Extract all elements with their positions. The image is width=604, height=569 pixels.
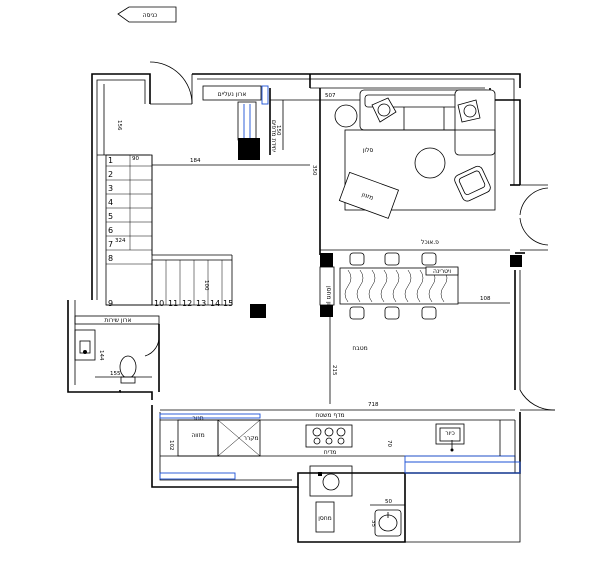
stair-3: 3: [108, 184, 113, 193]
dim-70: 70: [386, 440, 392, 447]
stair-12: 12: [182, 299, 192, 308]
entrance-label: כניסה: [143, 12, 158, 19]
room-dining: פ.אוכל: [421, 239, 439, 246]
column: [250, 304, 266, 318]
dim-324: 324: [115, 238, 126, 244]
svg-text:ארון נעליים: ארון נעליים: [218, 91, 247, 98]
stair-5: 5: [108, 212, 113, 221]
guest-toilet: ארון שירות 144 155: [74, 315, 160, 392]
stair-13: 13: [196, 299, 206, 308]
dim-90: 90: [132, 156, 139, 162]
svg-text:ארון שירות: ארון שירות: [104, 317, 131, 324]
stair-10: 10: [154, 299, 164, 308]
dim-35: 35: [370, 520, 376, 527]
stair-6: 6: [108, 226, 113, 235]
stair-4: 4: [108, 198, 113, 207]
dim-350: 350: [311, 165, 317, 176]
dim-102: 102: [168, 440, 174, 451]
svg-text:מזווה: מזווה: [191, 432, 204, 439]
shoe-cabinet: ארון נעליים יחידת מדפים 150: [202, 85, 320, 160]
kitchen: 718 מדף משטח 102 מזווה מקרר תנור מדיח 70: [159, 402, 516, 480]
svg-text:מזנון: מזנון: [361, 191, 375, 202]
living-room: 507 350 סלון מזנון פ.או: [311, 88, 510, 255]
dim-144: 144: [98, 350, 104, 361]
dim-215: 215: [331, 365, 337, 376]
dim-line-184: 184: [152, 158, 310, 166]
svg-text:ארון מחסן: ארון מחסן: [325, 286, 332, 312]
tv-unit: מזנון: [338, 171, 400, 219]
dim-155: 155: [110, 371, 121, 377]
dim-718: 718: [368, 402, 379, 408]
dim-156: 156: [116, 120, 122, 131]
storage-room: מחסן 50 35: [309, 461, 521, 543]
dim-50: 50: [385, 499, 392, 505]
stair-2: 2: [108, 170, 113, 179]
stair-8: 8: [108, 254, 113, 263]
room-kitchen: מטבח: [352, 345, 367, 352]
svg-text:יחידת מדפים: יחידת מדפים: [270, 120, 277, 152]
dim-507: 507: [325, 93, 336, 99]
stair-9: 9: [108, 299, 113, 308]
stair-15: 15: [223, 299, 233, 308]
room-storage: מחסן: [318, 515, 332, 522]
svg-text:כיור: כיור: [445, 430, 455, 437]
dim-184: 184: [190, 158, 201, 164]
svg-text:מקרר: מקרר: [243, 435, 258, 442]
stair-1: 1: [108, 156, 113, 165]
outer-walls: [67, 73, 525, 543]
stair-14: 14: [210, 299, 220, 308]
dim-100: 100: [203, 280, 209, 291]
svg-text:ויטרינה: ויטרינה: [433, 268, 451, 275]
dining-area: ארון מחסן ויטרינה 108 215 מטבח: [319, 252, 522, 404]
svg-text:מדף משטח: מדף משטח: [315, 412, 344, 419]
glass-door-right: [519, 184, 556, 411]
entry-corridor: 156: [97, 61, 193, 156]
stove: [305, 424, 353, 448]
dim-108: 108: [480, 296, 491, 302]
sofa: [359, 89, 496, 156]
staircase: 1 2 3 4 5 6 7 8 9 10 11 12 13 14 15 324 …: [105, 154, 233, 308]
dim-150: 150: [275, 125, 281, 136]
svg-text:מדיח: מדיח: [324, 449, 337, 456]
room-salon: סלון: [363, 147, 374, 154]
kitchen-sink: כיור: [435, 423, 465, 452]
entrance-arrow: כניסה: [117, 6, 177, 23]
stair-11: 11: [168, 299, 178, 308]
stair-7: 7: [108, 240, 113, 249]
armchair: [454, 165, 491, 202]
svg-text:תנור: תנור: [192, 415, 203, 422]
